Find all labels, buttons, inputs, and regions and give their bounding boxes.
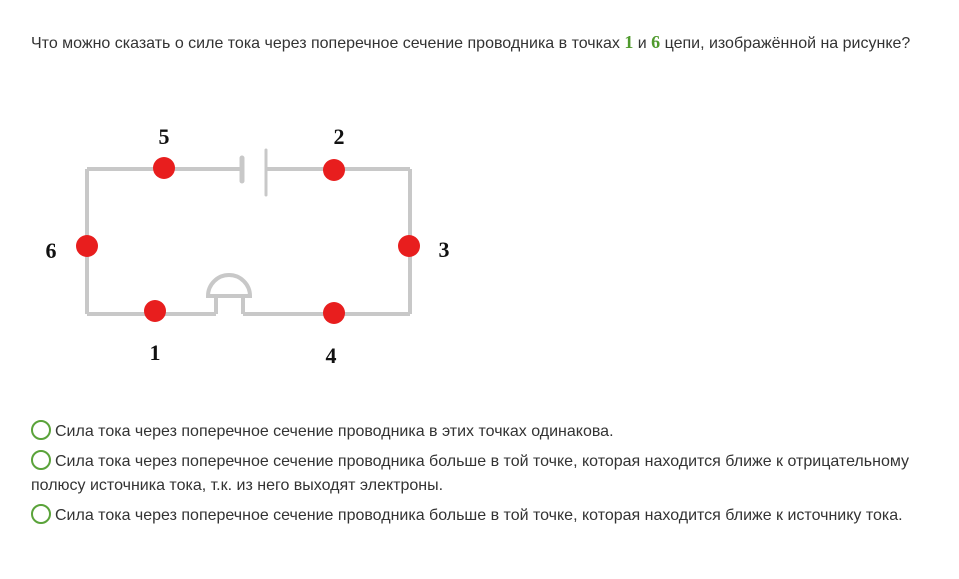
answer-option-3[interactable]: Сила тока через поперечное сечение прово… (31, 504, 931, 528)
point-2-label: 2 (334, 124, 345, 149)
question-text: Что можно сказать о силе тока через попе… (31, 31, 911, 55)
question-point-6: 6 (651, 32, 661, 52)
point-3-marker (398, 235, 420, 257)
question-part-2: и (633, 35, 652, 52)
point-4-marker (323, 302, 345, 324)
question-part-1: Что можно сказать о силе тока через попе… (31, 35, 625, 52)
point-2-marker (323, 159, 345, 181)
answer-option-1[interactable]: Сила тока через поперечное сечение прово… (31, 420, 931, 444)
battery-icon (239, 148, 268, 197)
point-5-label: 5 (159, 124, 170, 149)
question-point-1: 1 (624, 32, 634, 52)
point-5-marker (153, 157, 175, 179)
question-part-3: цепи, изображённой на рисунке? (660, 35, 911, 52)
answer-option-1-text: Сила тока через поперечное сечение прово… (55, 423, 614, 440)
point-3-label: 3 (439, 237, 450, 262)
point-6-label: 6 (46, 238, 57, 263)
point-1-marker (144, 300, 166, 322)
point-6-marker (76, 235, 98, 257)
lamp-dome (205, 273, 253, 298)
answer-options: Сила тока через поперечное сечение прово… (31, 420, 931, 534)
radio-circle-icon[interactable] (31, 504, 51, 524)
radio-circle-icon[interactable] (31, 450, 51, 470)
point-4-label: 4 (326, 343, 337, 368)
circuit-wires (85, 167, 412, 316)
radio-circle-icon[interactable] (31, 420, 51, 440)
answer-option-2-text: Сила тока через поперечное сечение прово… (31, 453, 910, 494)
lamp-base (214, 294, 245, 314)
answer-option-3-text: Сила тока через поперечное сечение прово… (55, 507, 903, 524)
answer-option-2[interactable]: Сила тока через поперечное сечение прово… (31, 450, 931, 498)
point-1-label: 1 (150, 340, 161, 365)
